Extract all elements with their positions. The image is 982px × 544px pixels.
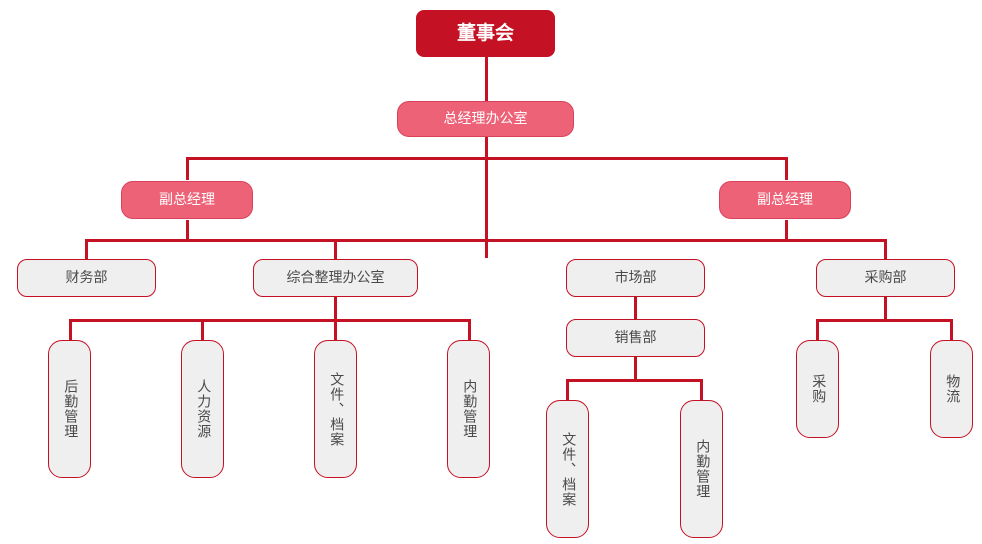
node-documents-archives-left-label: 文件、档案 bbox=[328, 371, 345, 447]
node-sales-department[interactable]: 销售部 bbox=[566, 319, 705, 357]
connector-drop-vgm-right bbox=[785, 157, 788, 180]
node-vice-general-manager-right-label: 副总经理 bbox=[757, 191, 813, 208]
node-finance-department-label: 财务部 bbox=[65, 269, 108, 286]
connector-marketing-to-sales bbox=[634, 296, 637, 320]
node-logistics-management[interactable]: 后勤管理 bbox=[48, 340, 91, 478]
connector-drop-inner-left bbox=[468, 319, 471, 340]
node-vice-general-manager-left-label: 副总经理 bbox=[159, 191, 215, 208]
node-vice-general-manager-right[interactable]: 副总经理 bbox=[719, 181, 851, 219]
node-board-label: 董事会 bbox=[456, 21, 514, 44]
node-marketing-department[interactable]: 市场部 bbox=[566, 259, 705, 297]
node-general-admin-office-label: 综合整理办公室 bbox=[286, 269, 385, 286]
node-documents-archives-left[interactable]: 文件、档案 bbox=[314, 340, 357, 478]
connector-general-admin-down bbox=[334, 296, 337, 321]
connector-vgm-right-down bbox=[785, 220, 788, 241]
connector-drop-wuliu bbox=[950, 319, 953, 340]
node-general-admin-office[interactable]: 综合整理办公室 bbox=[253, 259, 418, 297]
connector-sales-down bbox=[634, 356, 637, 381]
connector-vgm-left-down bbox=[186, 220, 189, 241]
node-general-manager-office[interactable]: 总经理办公室 bbox=[397, 101, 574, 137]
connector-drop-logistics-mg bbox=[69, 319, 72, 340]
connector-bus-sales-leaves bbox=[566, 379, 703, 382]
node-vice-general-manager-left[interactable]: 副总经理 bbox=[121, 181, 253, 219]
connector-drop-finance bbox=[85, 239, 88, 260]
connector-drop-buy bbox=[816, 319, 819, 340]
node-board[interactable]: 董事会 bbox=[416, 10, 555, 57]
node-human-resources-label: 人力资源 bbox=[195, 379, 212, 439]
connector-bus-departments bbox=[85, 239, 887, 242]
connector-purchasing-down bbox=[884, 296, 887, 321]
node-documents-archives-mid[interactable]: 文件、档案 bbox=[546, 400, 589, 538]
connector-bus-vice-gm bbox=[186, 157, 788, 160]
node-buy[interactable]: 采购 bbox=[796, 340, 839, 438]
connector-gm-office-trunk bbox=[485, 136, 488, 258]
node-inner-management-mid-label: 内勤管理 bbox=[694, 439, 711, 499]
connector-bus-purchasing-leaves bbox=[816, 319, 953, 322]
connector-drop-inner-mid bbox=[700, 379, 703, 400]
node-buy-label: 采购 bbox=[810, 374, 827, 404]
node-purchasing-department[interactable]: 采购部 bbox=[816, 259, 955, 297]
node-marketing-department-label: 市场部 bbox=[614, 269, 657, 286]
connector-drop-vgm-left bbox=[186, 157, 189, 180]
node-documents-archives-mid-label: 文件、档案 bbox=[560, 431, 577, 507]
node-sales-department-label: 销售部 bbox=[614, 329, 657, 346]
node-purchasing-department-label: 采购部 bbox=[864, 269, 907, 286]
node-wuliu-label: 物流 bbox=[944, 374, 961, 404]
node-general-manager-office-label: 总经理办公室 bbox=[443, 110, 528, 127]
connector-drop-docs-mid bbox=[566, 379, 569, 400]
node-finance-department[interactable]: 财务部 bbox=[17, 259, 156, 297]
node-wuliu[interactable]: 物流 bbox=[930, 340, 973, 438]
connector-drop-purchasing bbox=[884, 239, 887, 260]
connector-bus-left-leaves bbox=[69, 319, 471, 322]
connector-board-to-gm-office bbox=[485, 56, 488, 102]
node-human-resources[interactable]: 人力资源 bbox=[181, 340, 224, 478]
node-inner-management-left[interactable]: 内勤管理 bbox=[447, 340, 490, 478]
connector-drop-docs-left bbox=[334, 319, 337, 340]
connector-drop-hr bbox=[201, 319, 204, 340]
node-inner-management-mid[interactable]: 内勤管理 bbox=[680, 400, 723, 538]
connector-drop-general-admin bbox=[334, 239, 337, 260]
node-inner-management-left-label: 内勤管理 bbox=[461, 379, 478, 439]
node-logistics-management-label: 后勤管理 bbox=[62, 379, 79, 439]
